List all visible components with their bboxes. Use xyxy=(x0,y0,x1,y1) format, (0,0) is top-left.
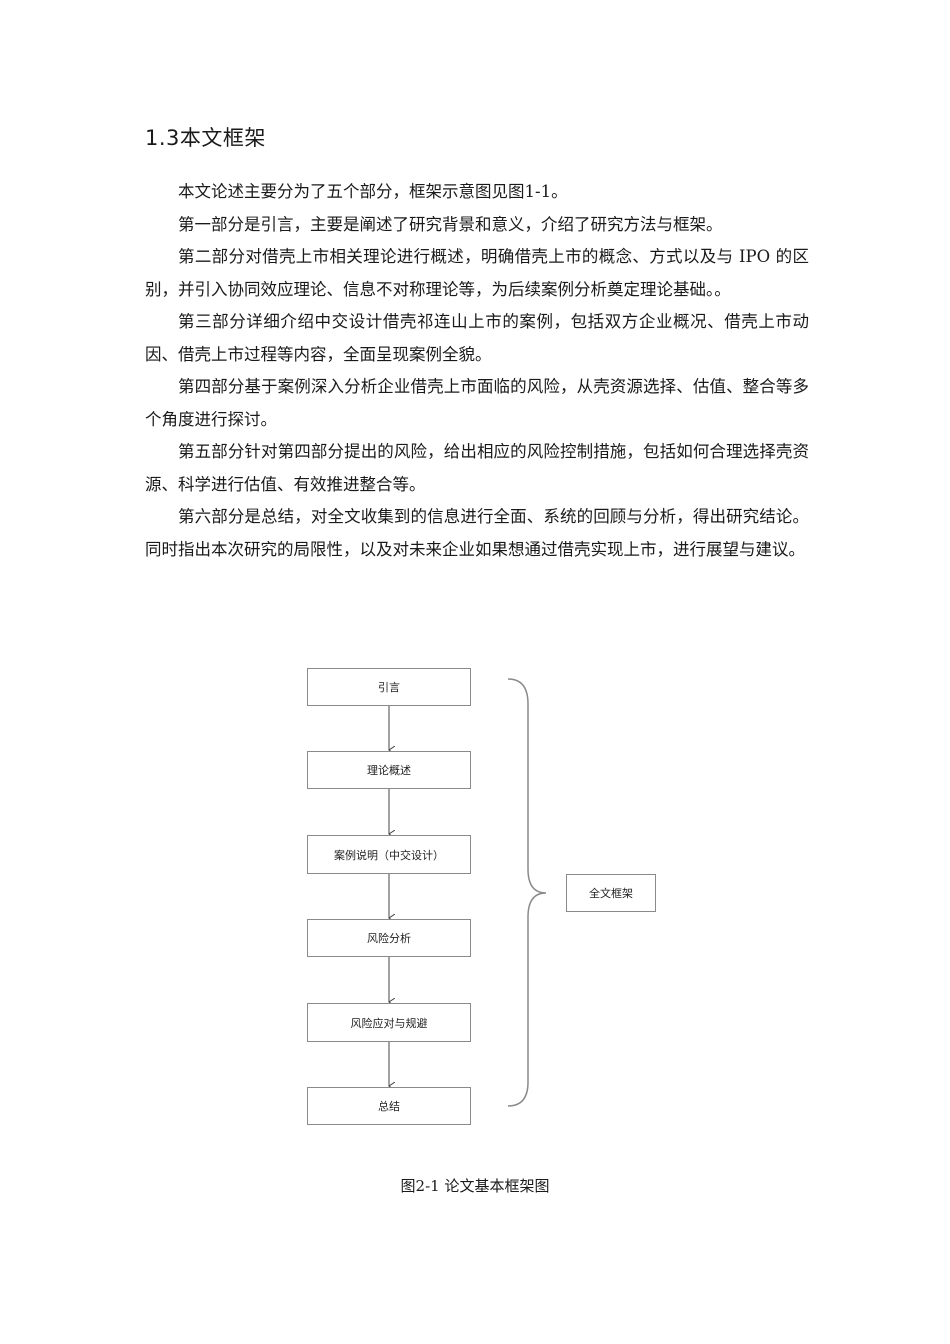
paragraph-intro: 本文论述主要分为了五个部分，框架示意图见图1-1。 xyxy=(178,182,568,201)
right-brace xyxy=(507,678,547,1107)
step-box-case: 案例说明（中交设计） xyxy=(307,835,471,874)
step-box-theory: 理论概述 xyxy=(307,751,471,789)
step-box-conclusion: 总结 xyxy=(307,1087,471,1125)
paragraph-part-6: 第六部分是总结，对全文收集到的信息进行全面、系统的回顾与分析，得出研究结论。同时… xyxy=(145,507,809,559)
step-box-risk-analysis: 风险分析 xyxy=(307,919,471,957)
step-box-risk-response: 风险应对与规避 xyxy=(307,1003,471,1042)
figure-caption: 图2-1 论文基本框架图 xyxy=(400,1177,550,1195)
paragraph-part-1: 第一部分是引言，主要是阐述了研究背景和意义，介绍了研究方法与框架。 xyxy=(178,214,723,234)
paragraph-part-5: 第五部分针对第四部分提出的风险，给出相应的风险控制措施，包括如何合理选择壳资源、… xyxy=(145,442,809,494)
step-box-introduction: 引言 xyxy=(307,668,471,706)
paragraph-part-3: 第三部分详细介绍中交设计借壳祁连山上市的案例，包括双方企业概况、借壳上市动因、借… xyxy=(145,312,809,364)
body-text: 本文论述主要分为了五个部分，框架示意图见图1-1。 第一部分是引言，主要是阐述了… xyxy=(145,176,809,566)
paragraph-part-2: 第二部分对借壳上市相关理论进行概述，明确借壳上市的概念、方式以及与 IPO 的区… xyxy=(145,247,809,299)
paragraph-part-4: 第四部分基于案例深入分析企业借壳上市面临的风险，从壳资源选择、估值、整合等多个角… xyxy=(145,377,809,429)
section-heading: 1.3本文框架 xyxy=(145,126,266,150)
summary-box: 全文框架 xyxy=(566,874,656,912)
